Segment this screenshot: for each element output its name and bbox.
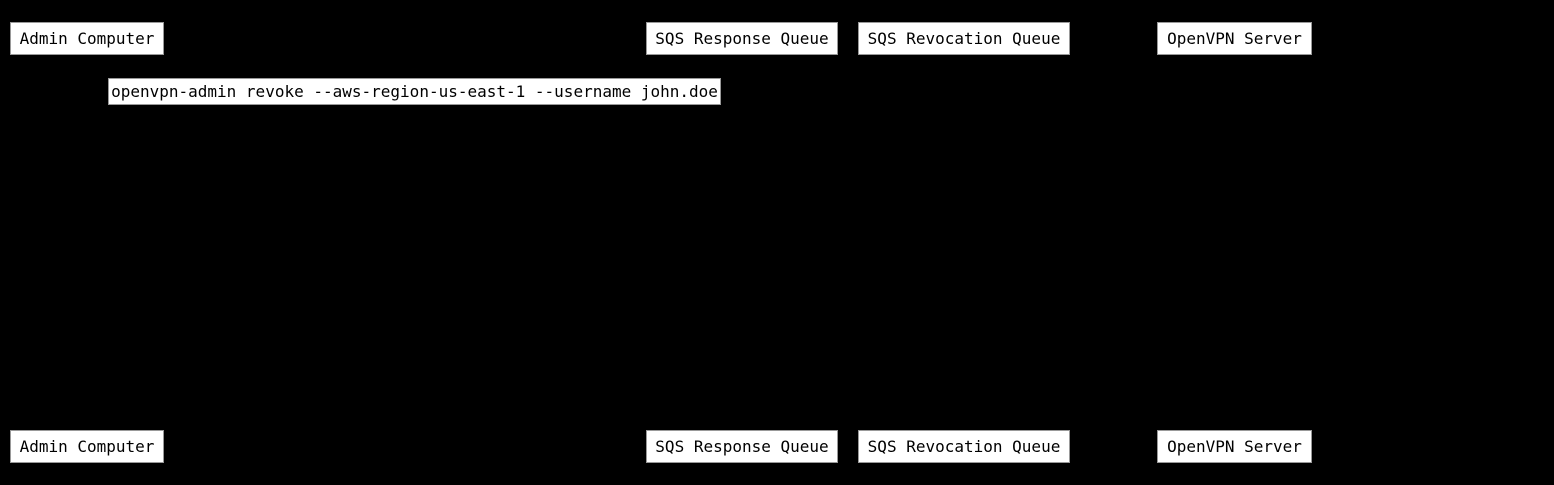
actor-top-openvpn-server: OpenVPN Server [1157,22,1312,55]
actor-bottom-sqs-revocation-queue: SQS Revocation Queue [858,430,1070,463]
message-label: openvpn-admin revoke --aws-region-us-eas… [111,81,718,101]
actor-label: SQS Response Queue [655,436,829,456]
actor-label: SQS Revocation Queue [867,28,1061,48]
actor-label: SQS Response Queue [655,28,829,48]
actor-bottom-sqs-response-queue: SQS Response Queue [646,430,838,463]
actor-bottom-admin-computer: Admin Computer [10,430,164,463]
actor-label: Admin Computer [19,28,155,48]
actor-top-sqs-response-queue: SQS Response Queue [646,22,838,55]
actor-label: OpenVPN Server [1167,436,1302,456]
actor-top-sqs-revocation-queue: SQS Revocation Queue [858,22,1070,55]
actor-label: OpenVPN Server [1167,28,1302,48]
actor-label: Admin Computer [19,436,155,456]
actor-label: SQS Revocation Queue [867,436,1061,456]
message-revoke-command: openvpn-admin revoke --aws-region-us-eas… [108,78,721,105]
actor-top-admin-computer: Admin Computer [10,22,164,55]
actor-bottom-openvpn-server: OpenVPN Server [1157,430,1312,463]
